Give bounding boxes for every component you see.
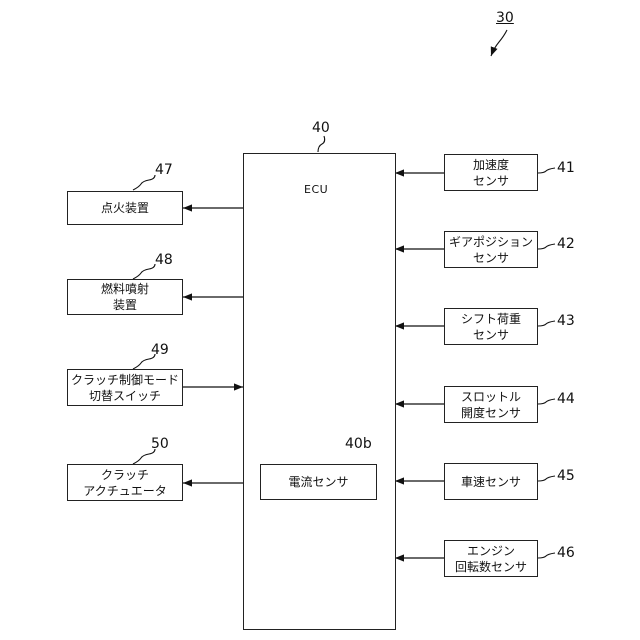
sensor-line1: スロットル [461, 389, 521, 405]
sensor-line1: 車速センサ [461, 474, 521, 490]
leader-45 [538, 476, 555, 481]
leader-48 [133, 264, 155, 279]
output-line2: 切替スイッチ [71, 388, 179, 404]
ecu-ref: 40 [312, 120, 330, 136]
leader-41 [538, 168, 555, 173]
sensor-ref-43: 43 [557, 313, 575, 329]
current-sensor-ref: 40b [345, 436, 372, 452]
leader-46 [538, 553, 555, 558]
sensor-box-vehicle-speed: 車速センサ [444, 463, 538, 500]
sensor-line1: エンジン [455, 543, 527, 559]
sensor-line2: 開度センサ [461, 405, 521, 421]
output-ref-50: 50 [151, 436, 169, 452]
leader-30 [491, 30, 507, 56]
output-line1: 燃料噴射 [101, 281, 149, 297]
sensor-ref-44: 44 [557, 391, 575, 407]
figure-ref-label: 30 [496, 10, 514, 26]
leader-42 [538, 244, 555, 249]
current-sensor-label: 電流センサ [288, 474, 348, 490]
ecu-title: ECU [304, 183, 328, 196]
sensor-line2: 回転数センサ [455, 559, 527, 575]
sensor-line1: 加速度 [473, 157, 509, 173]
output-line2: 装置 [101, 297, 149, 313]
output-box-clutch-actuator: クラッチ アクチュエータ [67, 464, 183, 501]
output-line2: アクチュエータ [83, 483, 166, 499]
sensor-box-acceleration: 加速度 センサ [444, 154, 538, 191]
output-ref-49: 49 [151, 342, 169, 358]
sensor-ref-42: 42 [557, 236, 575, 252]
output-ref-48: 48 [155, 252, 173, 268]
leader-47 [133, 175, 155, 190]
sensor-ref-41: 41 [557, 160, 575, 176]
current-sensor-box: 電流センサ [260, 464, 377, 500]
sensor-box-engine-speed: エンジン 回転数センサ [444, 540, 538, 577]
sensor-ref-46: 46 [557, 545, 575, 561]
leader-40 [318, 136, 325, 152]
output-line1: 点火装置 [101, 200, 149, 216]
output-line1: クラッチ [83, 467, 166, 483]
sensor-box-throttle-opening: スロットル 開度センサ [444, 386, 538, 423]
leader-44 [538, 399, 555, 404]
sensor-line1: ギアポジション [449, 234, 533, 250]
sensor-line2: センサ [449, 250, 533, 266]
output-ref-47: 47 [155, 162, 173, 178]
sensor-box-gear-position: ギアポジション センサ [444, 231, 538, 268]
sensor-line1: シフト荷重 [461, 311, 521, 327]
sensor-box-shift-load: シフト荷重 センサ [444, 308, 538, 345]
output-box-ignition: 点火装置 [67, 191, 183, 225]
output-line1: クラッチ制御モード [71, 372, 179, 388]
sensor-ref-45: 45 [557, 468, 575, 484]
output-box-fuel-injection: 燃料噴射 装置 [67, 279, 183, 315]
ecu-block [243, 153, 396, 630]
leader-43 [538, 321, 555, 326]
output-box-clutch-mode-switch: クラッチ制御モード 切替スイッチ [67, 369, 183, 406]
sensor-line2: センサ [473, 173, 509, 189]
sensor-line2: センサ [461, 327, 521, 343]
